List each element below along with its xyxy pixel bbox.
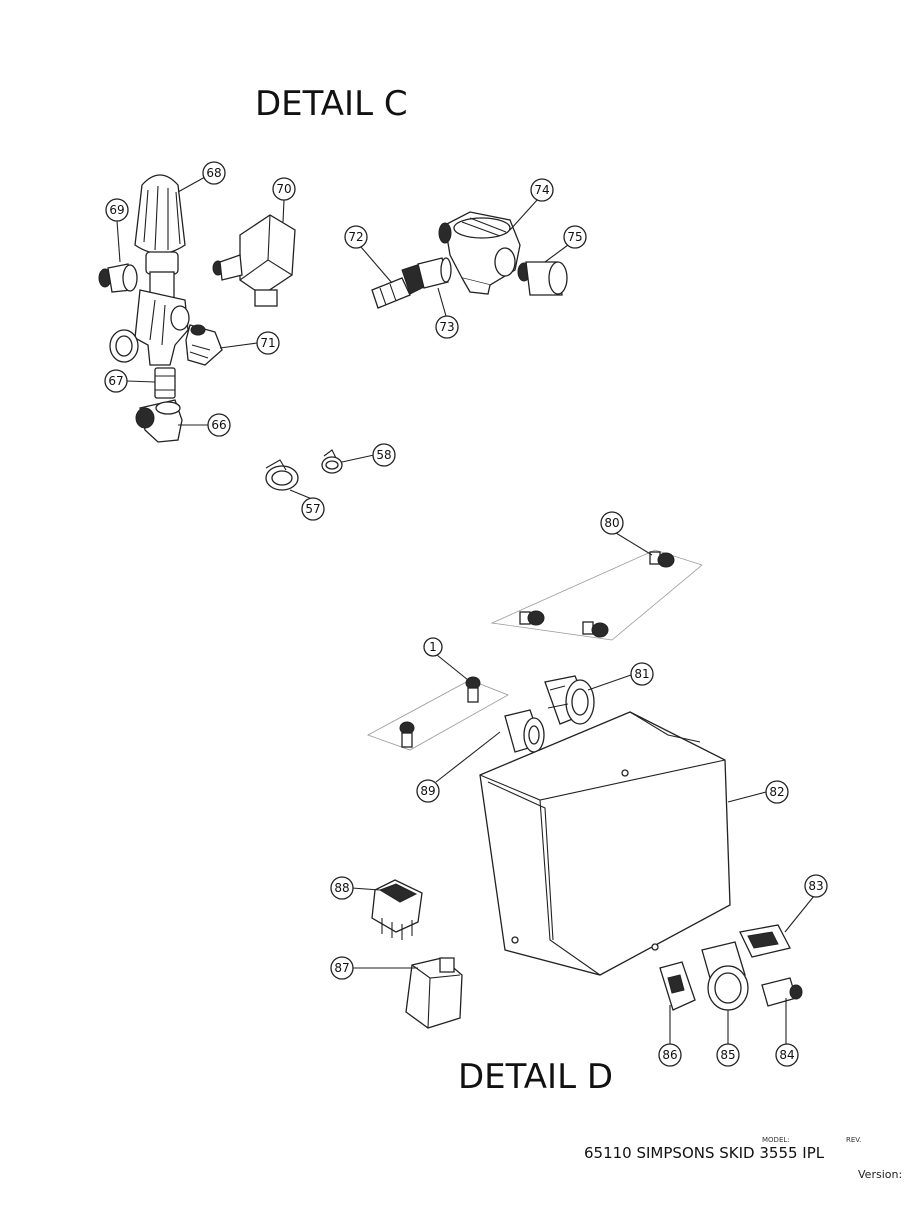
leader-lines xyxy=(116,176,815,1044)
svg-text:71: 71 xyxy=(260,336,275,350)
part-86-controller xyxy=(659,961,696,1011)
part-72-barb xyxy=(371,263,427,309)
svg-text:81: 81 xyxy=(634,667,649,681)
part-69-fitting xyxy=(98,263,138,293)
callout-58: 58 xyxy=(372,443,396,467)
part-83-display xyxy=(739,924,791,958)
svg-text:86: 86 xyxy=(662,1048,677,1062)
svg-text:66: 66 xyxy=(211,418,226,432)
callout-86: 86 xyxy=(658,1043,682,1067)
part-80-screws xyxy=(490,549,703,641)
callout-70: 70 xyxy=(272,177,296,201)
svg-text:83: 83 xyxy=(808,879,823,893)
svg-text:68: 68 xyxy=(206,166,221,180)
svg-text:70: 70 xyxy=(276,182,291,196)
svg-text:1: 1 xyxy=(429,640,437,654)
part-66-elbow xyxy=(135,399,183,443)
detail-d-title: DETAIL D xyxy=(458,1057,613,1097)
svg-text:69: 69 xyxy=(109,203,124,217)
svg-text:85: 85 xyxy=(720,1048,735,1062)
svg-text:57: 57 xyxy=(305,502,320,516)
svg-text:75: 75 xyxy=(567,230,582,244)
callout-82: 82 xyxy=(765,780,789,804)
svg-text:88: 88 xyxy=(334,881,349,895)
svg-text:74: 74 xyxy=(534,183,549,197)
callout-69: 69 xyxy=(105,198,129,222)
part-71-elbow-barb xyxy=(185,324,223,366)
part-81-cable-gland xyxy=(544,675,595,725)
part-1-screws xyxy=(367,676,509,751)
svg-text:87: 87 xyxy=(334,961,349,975)
callout-74: 74 xyxy=(530,178,554,202)
svg-text:73: 73 xyxy=(439,320,454,334)
svg-text:80: 80 xyxy=(604,516,619,530)
callout-85: 85 xyxy=(716,1043,740,1067)
callout-88: 88 xyxy=(330,876,354,900)
part-84-switch xyxy=(761,977,803,1007)
part-manifold-body xyxy=(109,289,190,366)
callout-57: 57 xyxy=(301,497,325,521)
callout-80: 80 xyxy=(600,511,624,535)
callout-68: 68 xyxy=(202,161,226,185)
version-label: Version: xyxy=(858,1168,903,1181)
model-label: MODEL: xyxy=(762,1136,790,1144)
part-75-swivel xyxy=(517,261,568,296)
part-70-pressure-switch xyxy=(212,214,296,307)
callout-83: 83 xyxy=(804,874,828,898)
svg-text:84: 84 xyxy=(779,1048,794,1062)
part-67-nipple xyxy=(154,367,176,399)
callout-67: 67 xyxy=(104,369,128,393)
part-58-hose-clamp xyxy=(321,449,343,474)
callout-84: 84 xyxy=(775,1043,799,1067)
svg-text:72: 72 xyxy=(348,230,363,244)
callout-89: 89 xyxy=(416,779,440,803)
part-57-hose-clamp xyxy=(265,459,299,491)
part-73-adapter xyxy=(417,257,452,289)
svg-text:89: 89 xyxy=(420,784,435,798)
part-82-enclosure xyxy=(479,711,731,976)
callout-1: 1 xyxy=(423,637,443,657)
part-87-relay xyxy=(405,957,463,1029)
part-74-valve-body xyxy=(438,211,521,295)
callout-71: 71 xyxy=(256,331,280,355)
callout-66: 66 xyxy=(207,413,231,437)
part-68-unloader xyxy=(134,174,186,299)
svg-text:67: 67 xyxy=(108,374,123,388)
rev-label: REV. xyxy=(846,1136,862,1144)
part-89-cable-gland xyxy=(504,709,545,753)
svg-text:82: 82 xyxy=(769,785,784,799)
callout-73: 73 xyxy=(435,315,459,339)
model-name: 65110 SIMPSONS SKID 3555 IPL xyxy=(584,1144,825,1162)
callout-72: 72 xyxy=(344,225,368,249)
svg-text:58: 58 xyxy=(376,448,391,462)
part-88-rocker-switch xyxy=(371,879,423,940)
callout-81: 81 xyxy=(630,662,654,686)
part-85-hour-meter xyxy=(701,941,749,1011)
detail-c-title: DETAIL C xyxy=(255,84,408,124)
callout-87: 87 xyxy=(330,956,354,980)
callout-75: 75 xyxy=(563,225,587,249)
